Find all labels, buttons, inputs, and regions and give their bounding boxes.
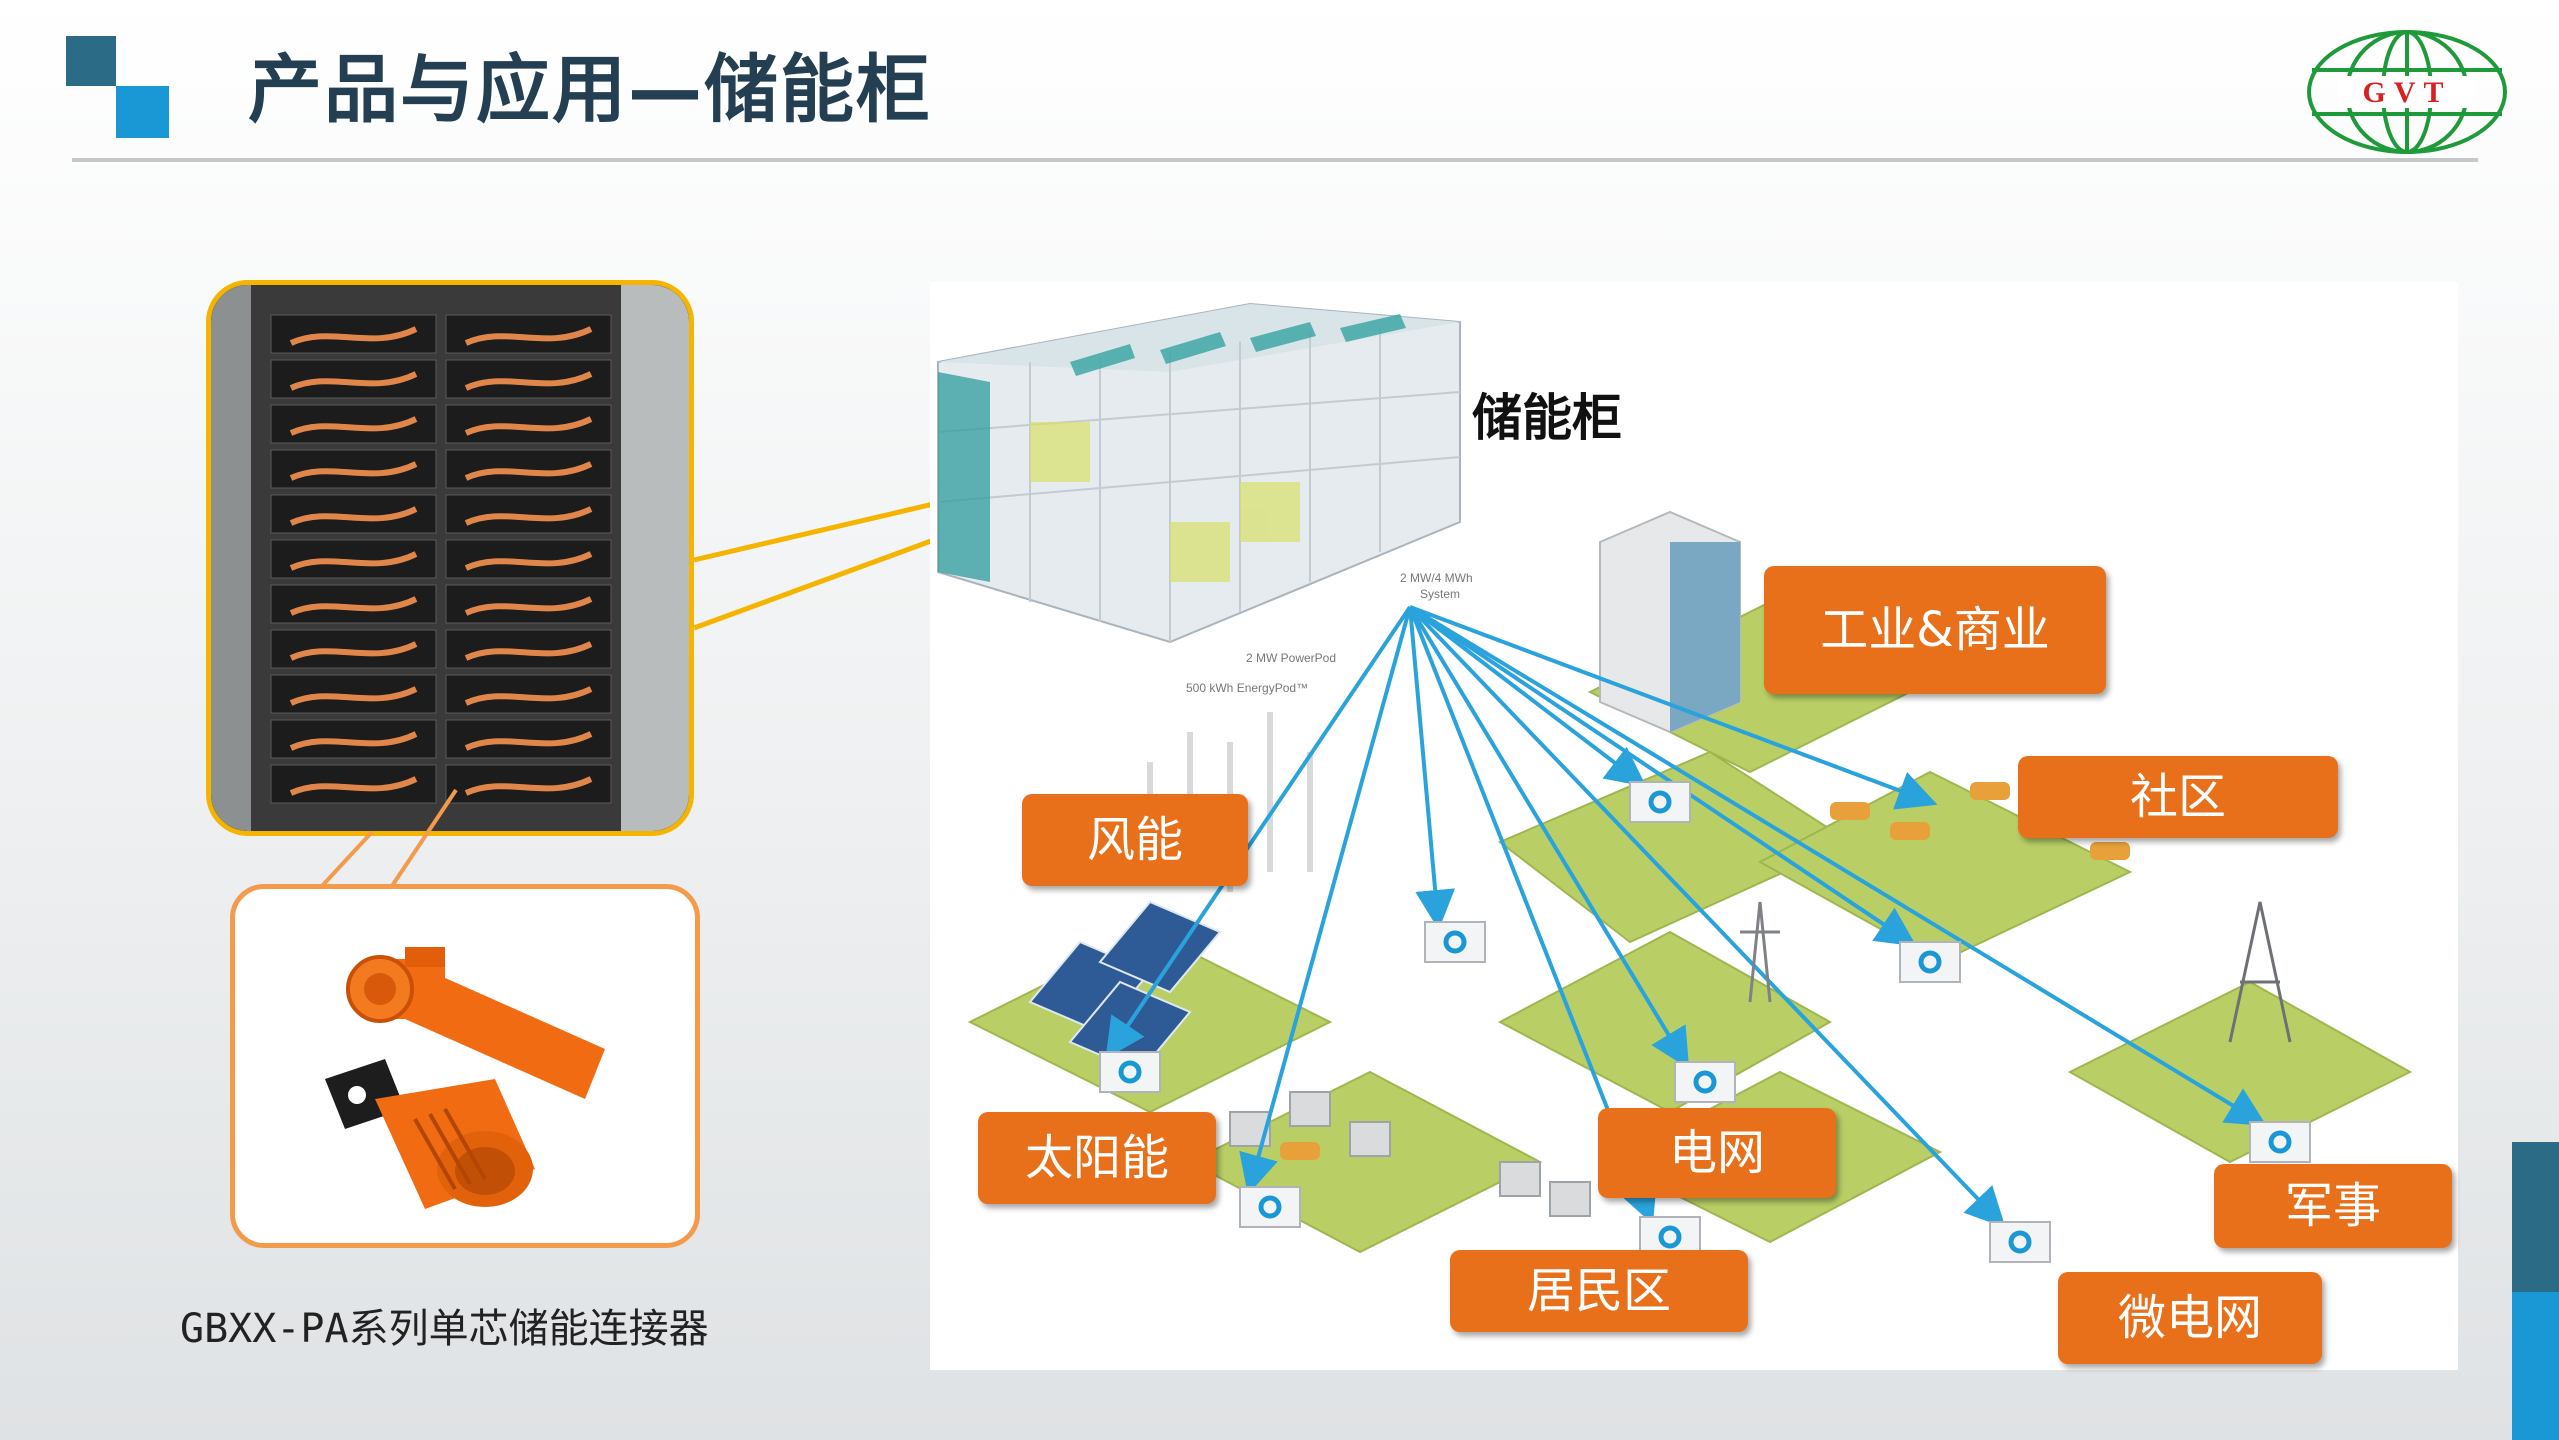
office-building: [1599, 510, 1741, 734]
tag-military: 军事: [2214, 1164, 2452, 1248]
gvt-logo: GVT: [2307, 30, 2507, 154]
connector-illustration: [325, 947, 605, 1209]
copper-cable: [289, 641, 418, 661]
battery-module: [445, 449, 612, 489]
tag-wind: 风能: [1022, 794, 1248, 886]
copper-cable: [464, 686, 593, 706]
header-decor-square-dark: [66, 36, 116, 86]
copper-cable: [289, 731, 418, 751]
system-label-line2: System: [1420, 587, 1460, 601]
powerpod-label: 2 MW PowerPod: [1246, 651, 1336, 665]
distribution-arrows: [1105, 605, 2267, 1228]
copper-cable: [464, 596, 593, 616]
copper-cable: [464, 776, 593, 796]
connector-photo: [230, 884, 700, 1248]
container-label: 储能柜: [1472, 389, 1622, 447]
copper-cable: [464, 371, 593, 391]
copper-cable: [464, 326, 593, 346]
tag-microgrid: 微电网: [2058, 1272, 2322, 1364]
callout-line-connector-left: [320, 830, 374, 888]
storage-unit-logos: [1118, 790, 2292, 1254]
copper-cable: [289, 416, 418, 436]
tag-community: 社区: [2018, 756, 2338, 838]
header-decor-square-light: [116, 86, 169, 138]
copper-cable: [464, 551, 593, 571]
battery-container-stack: [937, 302, 1461, 644]
copper-cable: [289, 596, 418, 616]
copper-cable: [464, 731, 593, 751]
battery-cabinet-photo: [206, 280, 694, 836]
copper-cable: [289, 461, 418, 481]
page-title: 产品与应用—储能柜: [248, 47, 932, 133]
tag-industry-commerce: 工业&商业: [1764, 566, 2106, 694]
battery-module: [445, 584, 612, 624]
power-tower: [1740, 901, 1780, 1003]
copper-cable: [289, 506, 418, 526]
copper-cable: [289, 686, 418, 706]
energypod-label: 500 kWh EnergyPod™: [1186, 681, 1308, 695]
copper-cable: [289, 776, 418, 796]
copper-cable: [289, 326, 418, 346]
copper-cable: [464, 506, 593, 526]
logo-text: GVT: [2362, 76, 2451, 109]
copper-cable: [289, 551, 418, 571]
callout-line-connector-right: [390, 788, 458, 888]
copper-cable: [464, 461, 593, 481]
application-diagram: 2 MW/4 MWh System 2 MW PowerPod 500 kWh …: [937, 302, 2413, 1263]
side-accent-bar-dark: [2512, 1142, 2559, 1292]
connector-caption: GBXX-PA系列单芯储能连接器: [180, 1306, 709, 1352]
battery-cabinet-illustration: [211, 285, 689, 831]
tag-residential: 居民区: [1450, 1250, 1748, 1332]
houses: [1229, 1091, 1591, 1217]
copper-cable: [464, 641, 593, 661]
copper-cable: [289, 371, 418, 391]
tag-grid: 电网: [1598, 1108, 1836, 1198]
header-divider: [72, 158, 2478, 163]
military-tower: [2228, 901, 2292, 1043]
system-label-line1: 2 MW/4 MWh: [1400, 571, 1473, 585]
tag-solar: 太阳能: [978, 1112, 1216, 1204]
copper-cable: [464, 416, 593, 436]
